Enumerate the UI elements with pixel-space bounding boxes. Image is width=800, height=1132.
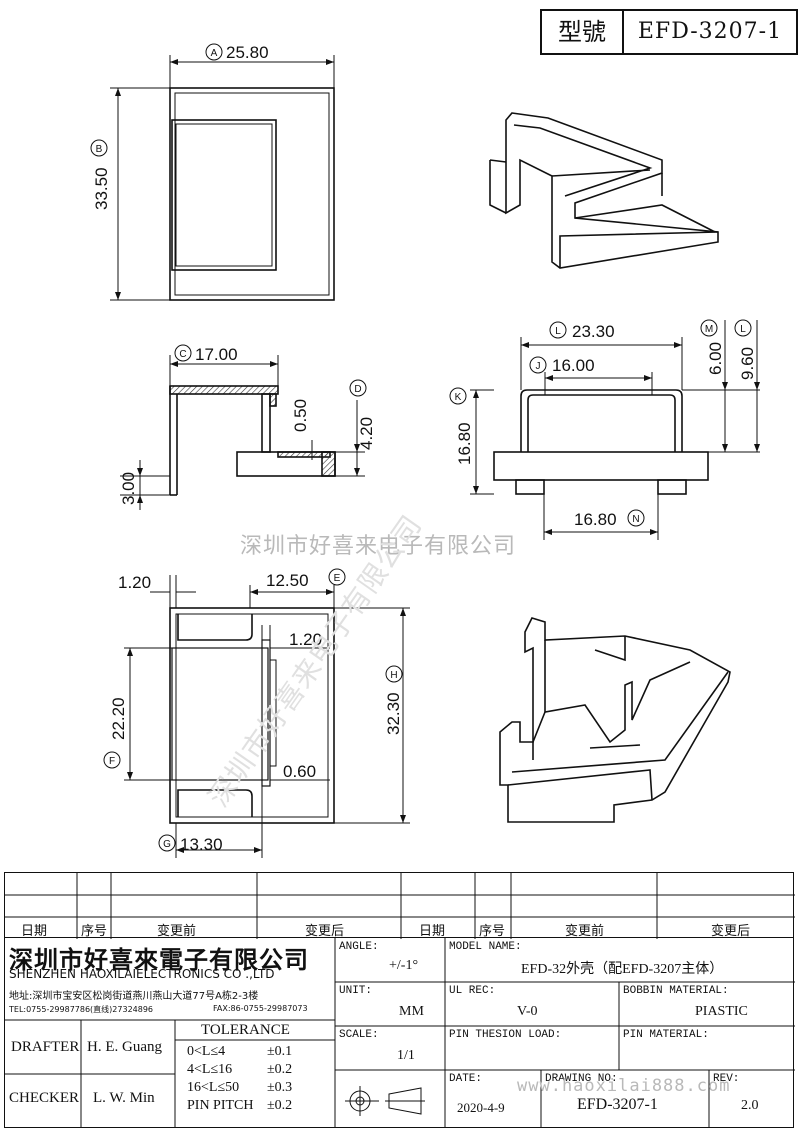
rev-header-after-1: 变更后 — [305, 924, 345, 939]
dim-f-small: 0.60 — [283, 762, 316, 781]
side-view — [120, 355, 365, 510]
company-address: 地址:深圳市宝安区松岗街道燕川燕山大道77号A栋2-3楼 — [9, 991, 259, 1002]
dim-e-left: 1.20 — [118, 573, 151, 592]
dim-d-small: 0.50 — [291, 399, 310, 432]
top-view — [110, 55, 335, 301]
tolerance-value-4: ±0.2 — [267, 1098, 293, 1113]
tolerance-value-2: ±0.2 — [267, 1062, 293, 1077]
checker-label: CHECKER — [9, 1090, 80, 1106]
model-value: EFD-3207-1 — [637, 19, 783, 44]
rev-header-date-2: 日期 — [419, 924, 446, 939]
rev-header-no-1: 序号 — [81, 924, 108, 939]
rev-value: 2.0 — [741, 1098, 759, 1113]
marker-l: L — [555, 326, 561, 337]
title-block: 型號 EFD-3207-1 — [540, 9, 798, 55]
tolerance-range-1: 0<L≤4 — [187, 1044, 226, 1059]
dim-l-value: 23.30 — [572, 322, 615, 341]
drawing-label: DRAWING NO: — [545, 1073, 618, 1085]
marker-g: G — [163, 839, 171, 850]
scale-value: 1/1 — [397, 1048, 415, 1063]
drawing-value: EFD-3207-1 — [577, 1096, 658, 1113]
marker-d: D — [354, 384, 361, 395]
dim-h-value: 32.30 — [384, 692, 403, 735]
ul-value: V-0 — [517, 1004, 538, 1019]
rev-header-after-2: 变更后 — [711, 924, 751, 939]
model-name-value: EFD-32外壳（配EFD-3207主体） — [521, 962, 724, 977]
dim-j-value: 16.00 — [552, 356, 595, 375]
bobbin-label: BOBBIN MATERIAL: — [623, 985, 729, 997]
dim-m-value: 6.00 — [706, 342, 725, 375]
marker-n: N — [632, 514, 639, 525]
unit-value: MM — [399, 1004, 424, 1019]
company-tel: TEL:0755-29987786(直线)27324896 — [9, 1005, 154, 1014]
marker-j: J — [536, 361, 541, 372]
company-fax: FAX:86-0755-29987073 — [213, 1004, 308, 1013]
company-name-en: SHENZHEN HAOXILAIELECTRONICS CO .,LTD — [9, 967, 275, 981]
marker-c: C — [179, 349, 186, 360]
marker-l2: L — [740, 324, 746, 335]
rev-header-date-1: 日期 — [21, 924, 48, 939]
angle-label: ANGLE: — [339, 941, 379, 953]
tolerance-value-1: ±0.1 — [267, 1044, 293, 1059]
dim-e-inner: 1.20 — [289, 630, 322, 649]
company-name-cn: 深圳市好喜來電子有限公司 — [9, 948, 309, 974]
dim-c-value: 17.00 — [195, 345, 238, 364]
dim-d-value: 4.20 — [357, 417, 376, 450]
pin-material-label: PIN MATERIAL: — [623, 1029, 709, 1041]
marker-h: H — [390, 670, 397, 681]
marker-k: K — [455, 392, 462, 403]
dim-a-value: 25.80 — [226, 43, 269, 62]
marker-a: A — [211, 48, 218, 59]
ul-label: UL REC: — [449, 985, 496, 997]
rev-header-before-1: 变更前 — [157, 924, 197, 939]
tolerance-title: TOLERANCE — [201, 1022, 290, 1038]
revision-table: 日期 序号 变更前 变更后 日期 序号 变更前 变更后 — [4, 872, 795, 939]
drafter-value: H. E. Guang — [87, 1039, 162, 1055]
model-name-label: MODEL NAME: — [449, 941, 522, 953]
watermark-text: 深圳市好喜来电子有限公司 — [240, 534, 517, 559]
tolerance-range-4: PIN PITCH — [187, 1098, 254, 1113]
dim-g-value: 13.30 — [180, 835, 223, 854]
marker-b: B — [96, 144, 103, 155]
scale-label: SCALE: — [339, 1029, 379, 1041]
dim-d-bottom: 3.00 — [119, 472, 138, 505]
rev-header-no-2: 序号 — [479, 924, 506, 939]
angle-value: +/-1° — [389, 958, 419, 973]
website-watermark: www.haoxilai888.com — [517, 1076, 731, 1096]
dim-e-value: 12.50 — [266, 571, 309, 590]
dim-k-value: 16.80 — [455, 422, 474, 465]
front-view — [470, 320, 760, 540]
checker-value: L. W. Min — [93, 1090, 155, 1106]
unit-label: UNIT: — [339, 985, 373, 997]
marker-m: M — [705, 324, 713, 335]
tolerance-value-3: ±0.3 — [267, 1080, 293, 1095]
dim-n-value: 16.80 — [574, 510, 617, 529]
tolerance-range-2: 4<L≤16 — [187, 1062, 233, 1077]
isometric-view-bottom — [499, 617, 731, 823]
date-value: 2020-4-9 — [457, 1100, 505, 1115]
rev-label: REV: — [713, 1073, 740, 1085]
projection-symbol — [345, 1086, 425, 1116]
bobbin-value: PIASTIC — [695, 1004, 748, 1019]
drafter-label: DRAFTER — [11, 1039, 80, 1055]
info-block: 深圳市好喜來電子有限公司 SHENZHEN HAOXILAIELECTRONIC… — [4, 938, 795, 1128]
marker-e: E — [334, 573, 341, 584]
isometric-view-top — [489, 112, 719, 269]
pin-load-label: PIN THESION LOAD: — [449, 1029, 562, 1041]
dim-l2-value: 9.60 — [738, 347, 757, 380]
bottom-view — [124, 575, 410, 858]
dim-b-value: 33.50 — [92, 167, 111, 210]
model-label: 型號 — [542, 11, 624, 53]
tolerance-range-3: 16<L≤50 — [187, 1080, 240, 1095]
date-label: DATE: — [449, 1073, 483, 1085]
drawing-area: A B C D L J M L K N E F H G 25.80 33.50 … — [90, 43, 760, 858]
rev-header-before-2: 变更前 — [565, 924, 605, 939]
dim-f-value: 22.20 — [109, 697, 128, 740]
marker-f: F — [109, 756, 115, 767]
